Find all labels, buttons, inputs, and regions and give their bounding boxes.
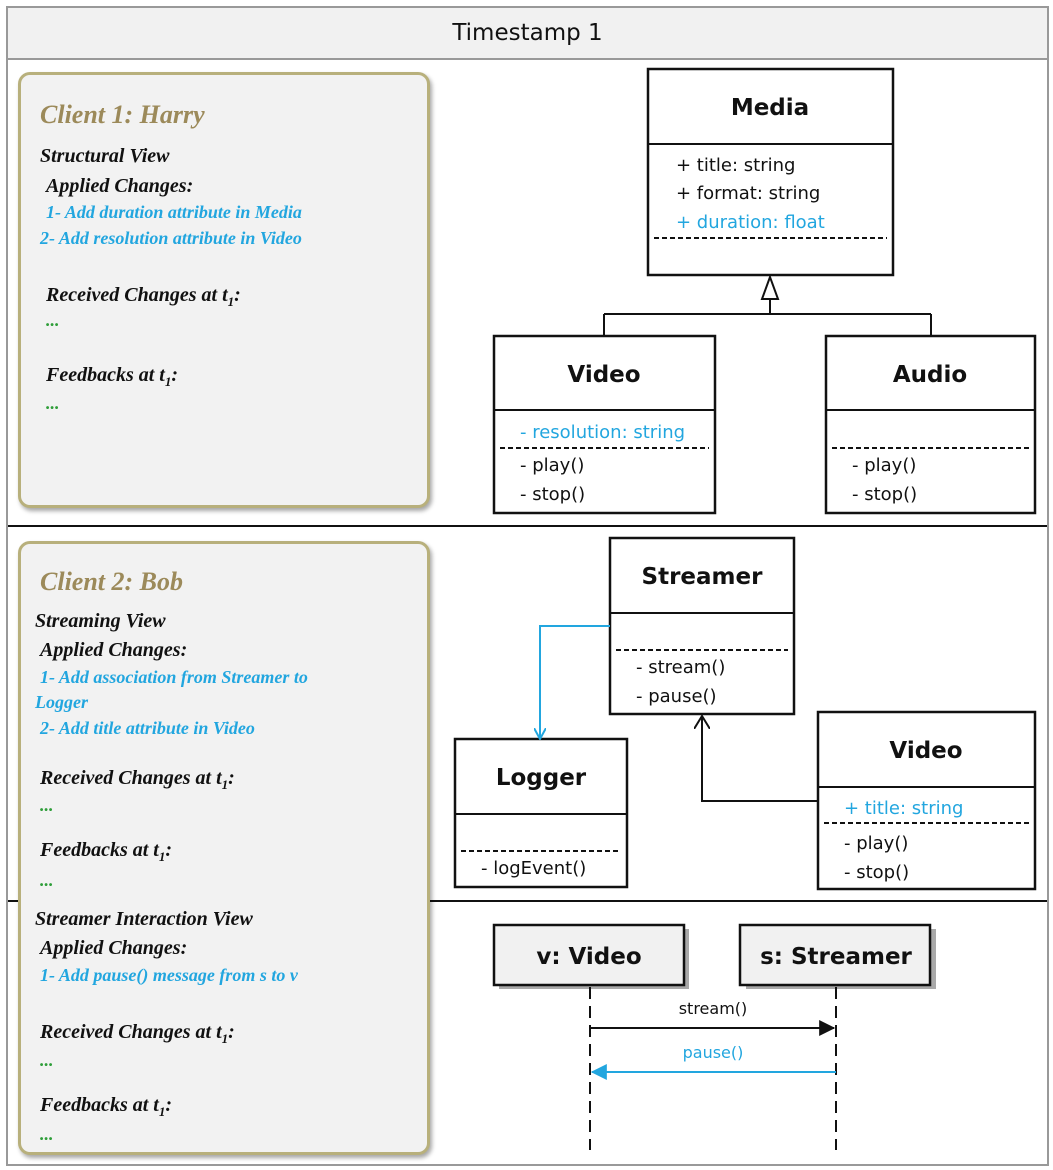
media-class-box <box>646 67 895 277</box>
media-new-attribute: + duration: float <box>676 212 825 233</box>
change-item: 2- Add title attribute in Video <box>40 718 255 738</box>
video-new-attribute: + title: string <box>844 798 963 819</box>
streamer-class: Streamer - stream() - pause() <box>608 536 796 716</box>
logger-operation: - logEvent() <box>481 858 586 879</box>
audio-class-name: Audio <box>893 362 967 388</box>
streaming-view-title: Streaming View <box>35 610 166 632</box>
received-dots: ... <box>46 310 60 330</box>
streamer-operation: - pause() <box>636 686 717 707</box>
lifeline-box <box>738 923 932 987</box>
video-class-2: Video + title: string - play() - stop() <box>816 710 1037 891</box>
interaction-view-title: Streamer Interaction View <box>35 908 253 930</box>
feedback-dots: ... <box>46 393 60 413</box>
feedback-dots: ... <box>40 1124 54 1144</box>
media-attribute: + format: string <box>676 183 820 204</box>
video-operation: - play() <box>844 833 908 854</box>
change-item: 1- Add duration attribute in Media <box>46 202 302 222</box>
streamer-class-box <box>608 536 796 716</box>
video-class-box <box>492 334 717 515</box>
change-item: 1- Add pause() message from s to v <box>40 965 298 985</box>
received-dots: ... <box>40 795 54 815</box>
streamer-class-name: Streamer <box>642 564 764 590</box>
received-dots: ... <box>40 1050 54 1070</box>
change-item: 1- Add association from Streamer to <box>40 667 308 687</box>
media-class-name: Media <box>731 95 809 121</box>
video-class: Video - resolution: string - play() - st… <box>492 334 717 515</box>
feedbacks-label: Feedbacks at t1: <box>46 364 179 389</box>
client-1-panel <box>18 72 430 508</box>
message-label: stream() <box>679 999 748 1018</box>
logger-class-name: Logger <box>496 765 587 791</box>
client-2-panel <box>18 541 430 1155</box>
section-divider-2 <box>8 900 1047 902</box>
logger-class: Logger - logEvent() <box>453 737 629 889</box>
audio-class: Audio - play() - stop() <box>824 334 1037 515</box>
change-item: 2- Add resolution attribute in Video <box>40 228 302 248</box>
streamer-operation: - stream() <box>636 657 725 678</box>
association-video-streamer <box>702 716 818 802</box>
lifeline-label: v: Video <box>536 944 641 970</box>
structural-view-title: Structural View <box>40 145 170 167</box>
received-changes-label: Received Changes at t1: <box>46 284 241 309</box>
video-operation: - stop() <box>520 484 585 505</box>
lifeline-label: s: Streamer <box>760 944 912 970</box>
received-changes-label: Received Changes at t1: <box>40 767 235 792</box>
applied-changes-label: Applied Changes: <box>40 639 188 661</box>
lifeline-box <box>492 923 686 987</box>
applied-changes-label: Applied Changes: <box>40 937 188 959</box>
association-streamer-logger <box>540 625 610 738</box>
lifeline-video: v: Video <box>492 923 689 1150</box>
audio-operation: - play() <box>852 455 916 476</box>
timestamp-frame: Timestamp 1 <box>6 6 1049 1166</box>
client-2-name: Client 2: Bob <box>40 567 184 596</box>
applied-changes-label: Applied Changes: <box>46 175 194 197</box>
message-label: pause() <box>683 1043 744 1062</box>
video-operation: - stop() <box>844 862 909 883</box>
video-class-box <box>816 710 1037 891</box>
lifeline-streamer: s: Streamer <box>738 923 936 1150</box>
feedbacks-label: Feedbacks at t1: <box>40 1094 173 1119</box>
change-item: Logger <box>35 692 88 712</box>
timestamp-header: Timestamp 1 <box>8 8 1047 60</box>
audio-class-box <box>824 334 1037 515</box>
inheritance-arrowhead <box>760 274 780 300</box>
feedback-dots: ... <box>40 870 54 890</box>
video-operation: - play() <box>520 455 584 476</box>
video-new-attribute: - resolution: string <box>520 422 685 443</box>
client-1-name: Client 1: Harry <box>40 100 205 129</box>
audio-operation: - stop() <box>852 484 917 505</box>
video-class-name: Video <box>567 362 640 388</box>
section-divider-1 <box>8 525 1047 527</box>
feedbacks-label: Feedbacks at t1: <box>40 839 173 864</box>
media-attribute: + title: string <box>676 155 795 176</box>
received-changes-label: Received Changes at t1: <box>40 1021 235 1046</box>
media-class: Media + title: string + format: string +… <box>646 67 895 277</box>
video-class-name: Video <box>889 738 962 764</box>
generalization <box>603 274 932 336</box>
